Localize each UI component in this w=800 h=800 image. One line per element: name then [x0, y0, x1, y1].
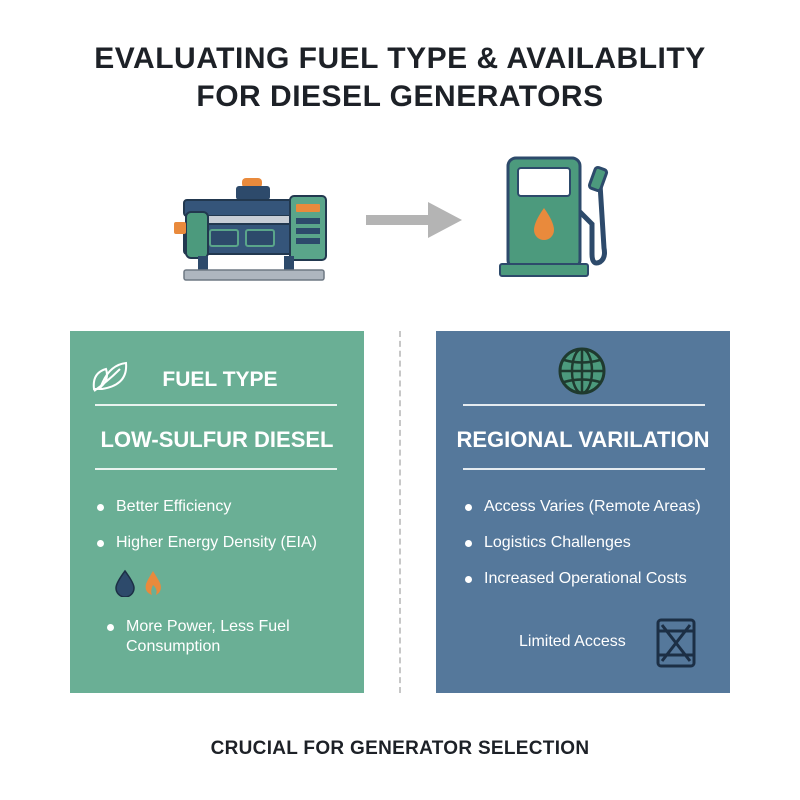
fuel-subheading-rule — [95, 468, 337, 470]
fuel-type-heading: FUEL TYPE — [162, 368, 278, 391]
fuel-type-panel: FUEL TYPE LOW-SULFUR DIESEL Better Effic… — [70, 331, 364, 693]
title-line-1: EVALUATING FUEL TYPE & AVAILABLITY — [94, 42, 706, 75]
fuel-drop-icon — [115, 569, 135, 597]
leaf-icon — [92, 361, 128, 392]
panel-divider — [399, 331, 401, 693]
region-heading: REGIONAL VARILATION — [456, 427, 710, 452]
fuel-subheading: LOW-SULFUR DIESEL — [100, 427, 334, 452]
list-item: Better Efficiency — [94, 497, 317, 517]
limited-access-label: Limited Access — [519, 633, 626, 650]
region-heading-rule — [463, 404, 705, 406]
list-item: Increased Operational Costs — [462, 569, 701, 589]
arrow-right-icon — [366, 202, 462, 238]
title-line-2: FOR DIESEL GENERATORS — [196, 80, 604, 113]
fuel-bullet-list: Better Efficiency Higher Energy Density … — [94, 497, 317, 569]
crossed-barrel-icon — [656, 618, 696, 668]
generator-icon — [174, 178, 327, 281]
footer-caption: CRUCIAL FOR GENERATOR SELECTION — [210, 738, 590, 759]
flame-icon — [145, 571, 161, 595]
fuel-heading-rule — [95, 404, 337, 406]
globe-icon — [558, 347, 606, 395]
hero-illustration — [0, 150, 800, 290]
fuel-note-list: More Power, Less Fuel Consumption — [104, 617, 334, 673]
region-subheading-rule — [463, 468, 705, 470]
region-bullet-list: Access Varies (Remote Areas) Logistics C… — [462, 497, 701, 605]
list-item: Higher Energy Density (EIA) — [94, 533, 317, 553]
list-item: Access Varies (Remote Areas) — [462, 497, 701, 517]
fuel-pump-icon — [499, 156, 609, 277]
regional-panel: REGIONAL VARILATION Access Varies (Remot… — [436, 331, 730, 693]
list-item: Logistics Challenges — [462, 533, 701, 553]
fuel-note: More Power, Less Fuel Consumption — [104, 617, 334, 657]
page-title: EVALUATING FUEL TYPE & AVAILABLITY FOR D… — [0, 40, 800, 116]
